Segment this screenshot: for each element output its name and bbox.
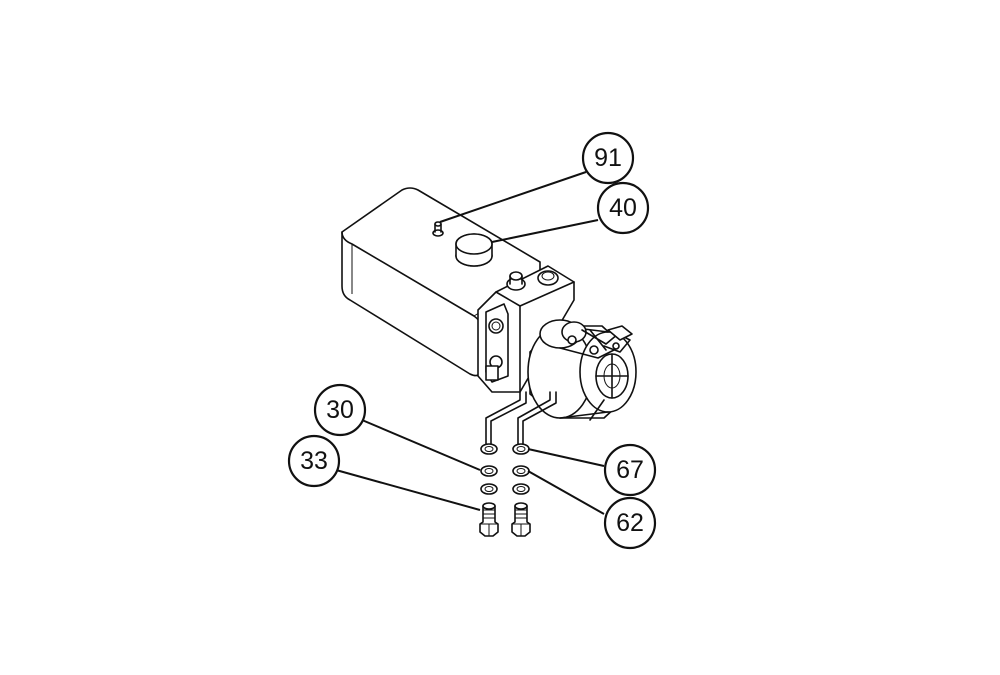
right-washer-stack <box>512 443 530 495</box>
start-solenoid <box>539 319 633 359</box>
left-fitting-bolt <box>479 502 499 537</box>
left-washer-stack <box>480 443 498 495</box>
screw-91 <box>432 221 444 237</box>
callout-67-label: 67 <box>616 456 644 484</box>
manifold-block <box>477 265 575 393</box>
right-fitting-bolt <box>511 502 531 537</box>
callout-40-label: 40 <box>609 194 637 222</box>
callout-33-label: 33 <box>300 447 328 475</box>
callout-33: 33 <box>287 434 341 488</box>
callout-62: 62 <box>603 496 657 550</box>
callout-91: 91 <box>581 131 635 185</box>
breather-cap <box>455 233 493 267</box>
callout-30-label: 30 <box>326 396 354 424</box>
callout-91-label: 91 <box>594 144 622 172</box>
tube-lines <box>485 391 557 449</box>
callout-62-label: 62 <box>616 509 644 537</box>
callout-67: 67 <box>603 443 657 497</box>
callout-30: 30 <box>313 383 367 437</box>
callout-40: 40 <box>596 181 650 235</box>
leader-lines <box>335 171 605 515</box>
